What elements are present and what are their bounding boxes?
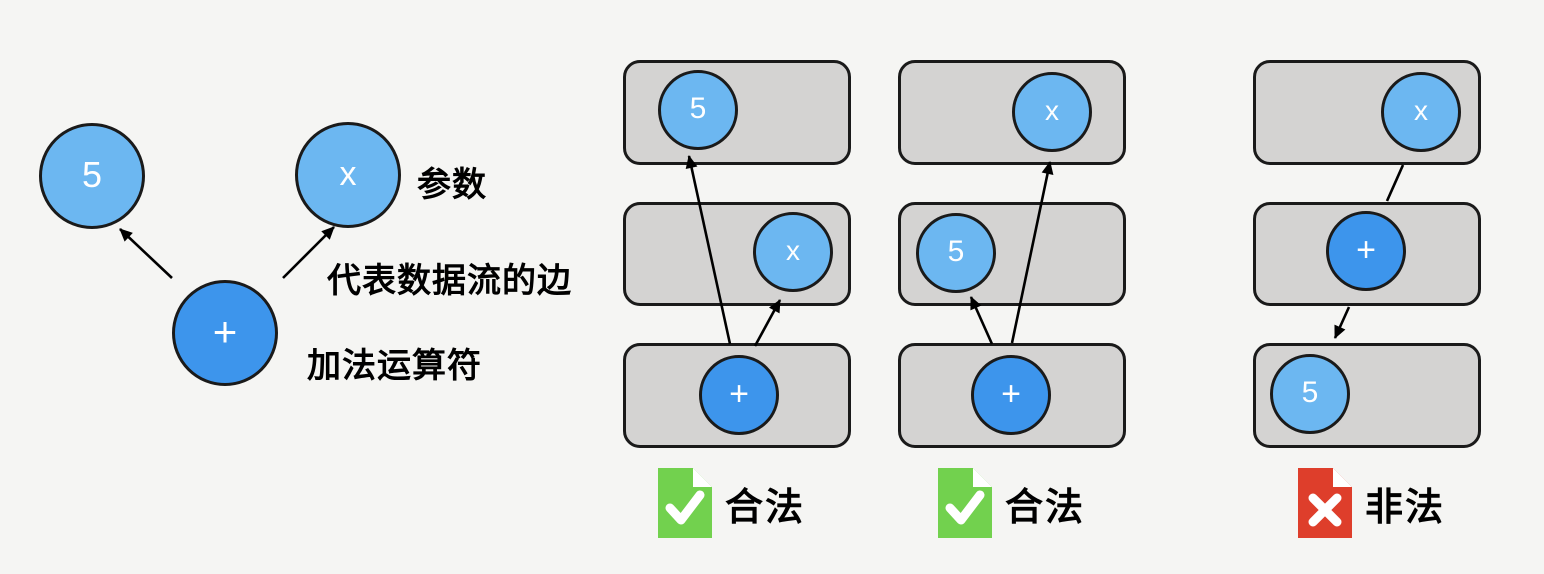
intro-edge-plus-to-5 [119,228,173,279]
example-legal-1-verdict-label: 合法 [725,486,806,529]
intro-node-op-plus-label: + [212,308,238,355]
intro-node-param-x-label: x [339,155,357,193]
example-illegal-node-5: 5 [1270,354,1350,434]
example-legal-2-node-x: x [1012,72,1092,152]
example-legal-2-node-x-label: x [1045,95,1059,126]
example-legal-2-verdict: 合法 [938,468,1085,538]
example-illegal-node-plus: + [1326,211,1406,291]
doc-check-icon [938,468,992,538]
doc-x-icon [1298,468,1352,538]
example-illegal-verdict-label: 非法 [1365,486,1446,529]
example-legal-1-node-x-label: x [786,235,800,266]
annotation-add-operator: 加法运算符 [307,347,482,385]
example-legal-1-edge-plus-to-x [753,299,782,347]
example-legal-1-node-plus: + [699,355,779,435]
annotation-parameter: 参数 [417,166,487,204]
intro-node-const-5: 5 [39,123,145,229]
example-legal-2-node-plus-label: + [1001,375,1021,413]
example-legal-2-node-5: 5 [916,213,996,293]
example-legal-2-node-plus: + [971,355,1051,435]
intro-node-param-x: x [295,122,401,228]
doc-check-icon [658,468,712,538]
example-legal-2-node-5-label: 5 [947,235,965,268]
example-illegal-edge-plus-down [1333,306,1351,339]
example-legal-1-node-plus-label: + [729,375,749,413]
example-legal-1-node-5-label: 5 [689,92,707,125]
example-legal-1-node-x: x [753,212,833,292]
example-illegal-edge-x-down [1385,164,1405,202]
example-illegal-node-x-label: x [1414,95,1428,126]
example-illegal-node-plus-label: + [1356,231,1376,269]
intro-node-op-plus: + [172,280,278,386]
example-legal-1-node-5: 5 [658,70,738,150]
example-legal-2-verdict-label: 合法 [1005,486,1086,529]
example-illegal-verdict: 非法 [1298,468,1445,538]
example-legal-1-verdict: 合法 [658,468,805,538]
example-illegal-node-5-label: 5 [1301,376,1319,409]
example-illegal-node-x: x [1381,72,1461,152]
intro-node-const-5-label: 5 [81,154,103,195]
annotation-dataflow-edge: 代表数据流的边 [327,262,572,300]
